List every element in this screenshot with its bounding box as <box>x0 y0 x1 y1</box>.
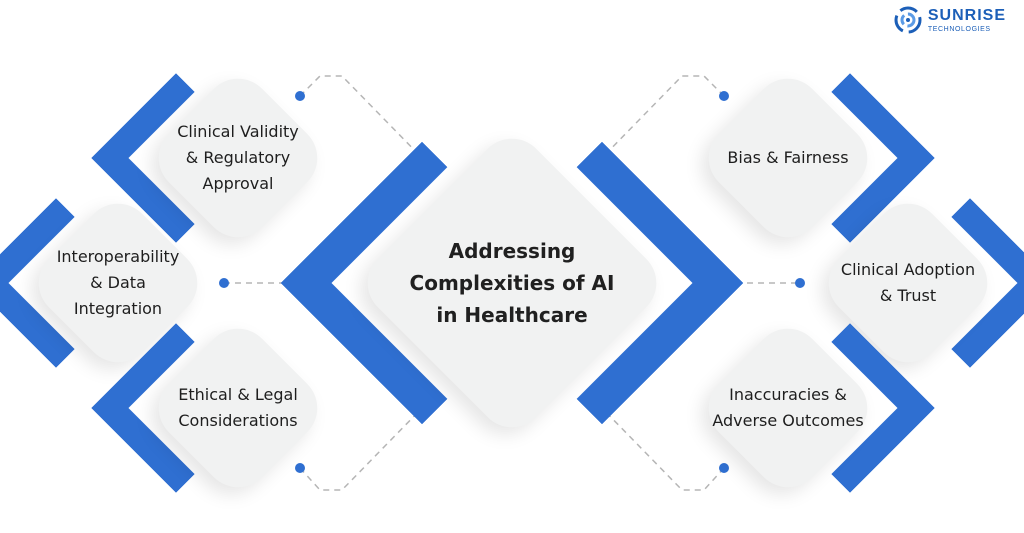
topic-label-line: Clinical Validity <box>177 122 299 141</box>
topic-label: Ethical & Legal Considerations <box>148 373 328 443</box>
topic-label-line: Adverse Outcomes <box>712 411 864 430</box>
connector-top-left <box>299 75 427 163</box>
topic-label: Bias & Fairness <box>698 138 878 178</box>
center-title-line: Addressing <box>448 239 576 263</box>
topic-label-line: Interoperability <box>56 247 180 266</box>
connector-bottom-left <box>299 403 427 491</box>
connector-top-right <box>597 75 725 163</box>
brand-subtitle: TECHNOLOGIES <box>927 25 991 33</box>
topic-label-line: Inaccuracies & <box>729 385 847 404</box>
topic-label: Interoperability & Data Integration <box>28 238 208 328</box>
center-title-line: in Healthcare <box>436 303 588 327</box>
topic-label: Clinical Validity & Regulatory Approval <box>148 113 328 203</box>
connector-dot <box>295 463 305 473</box>
topic-label-line: Clinical Adoption <box>840 260 976 279</box>
topic-label-line: Considerations <box>178 411 298 430</box>
brand-name: SUNRISE <box>927 6 1006 24</box>
brand-logo: SUNRISE TECHNOLOGIES <box>894 6 1006 34</box>
topic-label-line: Integration <box>73 299 163 318</box>
topic-label-line: & Data <box>90 273 146 292</box>
connector-dot <box>719 91 729 101</box>
topic-label: Clinical Adoption & Trust <box>818 248 998 318</box>
topic-label-line: Ethical & Legal <box>178 385 298 404</box>
connector-bottom-right <box>597 403 725 491</box>
center-title-line: Complexities of AI <box>409 271 615 295</box>
sunrise-swirl-icon <box>894 6 922 34</box>
topic-label-line: & Trust <box>879 286 937 305</box>
topic-label-line: Approval <box>202 174 274 193</box>
connector-dot <box>295 91 305 101</box>
topic-label-line: Bias & Fairness <box>727 148 849 167</box>
connector-dot <box>719 463 729 473</box>
center-title: Addressing Complexities of AI in Healthc… <box>382 223 642 343</box>
connector-dot <box>219 278 229 288</box>
topic-label-line: & Regulatory <box>185 148 291 167</box>
connector-dot <box>795 278 805 288</box>
topic-label: Inaccuracies & Adverse Outcomes <box>698 373 878 443</box>
